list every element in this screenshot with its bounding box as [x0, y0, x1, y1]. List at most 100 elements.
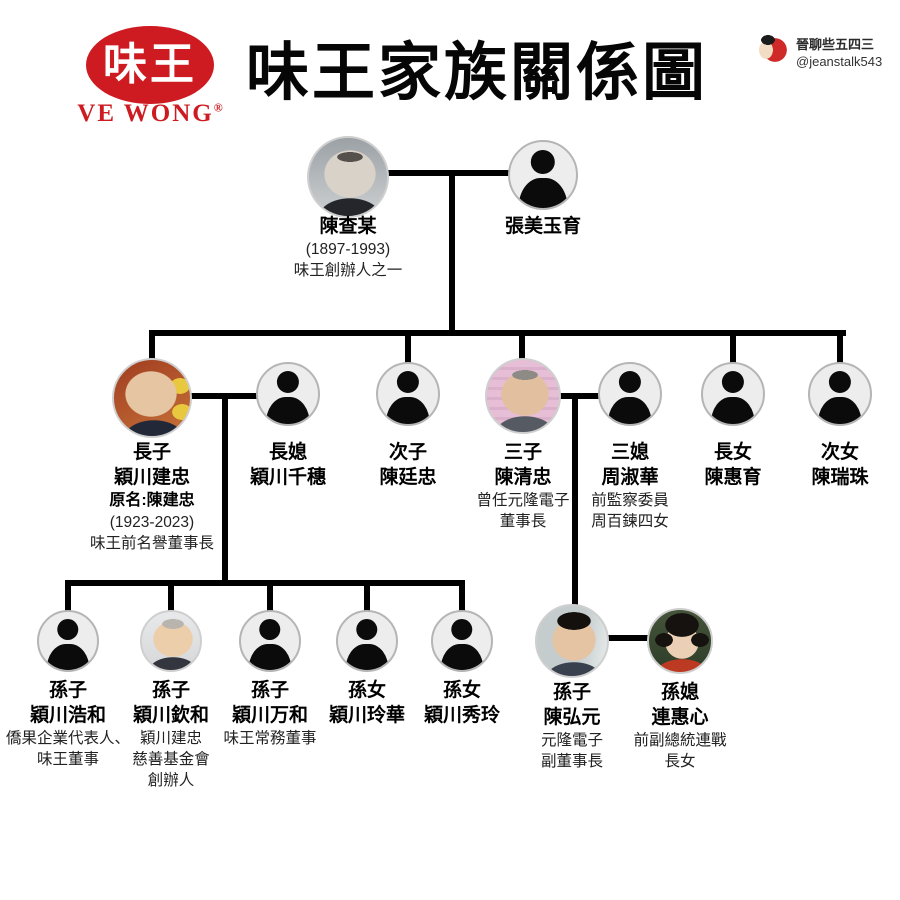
gen3-drop-1 [65, 580, 71, 612]
person-note: 元隆電子 [540, 732, 603, 749]
label-yingchuan-linghua: 孫女 穎川玲華 [257, 678, 477, 728]
gen3-drop-5 [459, 580, 465, 612]
logo-english-word: VE WONG [77, 100, 214, 127]
gen3-descent-line-left [222, 396, 228, 586]
label-zhang-mei-yu-yu: 張美玉育 [433, 214, 653, 239]
photo-chen-qing-zhong [485, 358, 561, 434]
credit-block: 晉聊些五四三 @jeanstalk543 [796, 36, 900, 70]
person-role: 孫媳 [660, 682, 699, 703]
person-note: 前監察委員 [591, 492, 669, 509]
person-note: 穎川建忠 [139, 730, 202, 747]
gen2-couple-line-eldest [152, 393, 288, 399]
person-years: (1923-2023) [109, 514, 195, 531]
photo-yingchuan-qinhe [140, 610, 202, 672]
person-note: 前副總統連戰 [633, 732, 727, 749]
person-note: 味王前名譽董事長 [89, 535, 214, 552]
person-name: 陳惠育 [704, 467, 762, 488]
avatar-yingchuan-haohe-icon [37, 610, 99, 672]
person-role: 長媳 [268, 442, 307, 463]
gen3-drop-2 [168, 580, 174, 612]
person-name: 穎川建忠 [113, 467, 190, 488]
label-yingchuan-jianzhong: 長子 穎川建忠 原名:陳建忠 (1923-2023) 味王前名譽董事長 [42, 440, 262, 554]
person-name: 張美玉育 [504, 216, 581, 237]
person-note: 長女 [664, 753, 696, 770]
person-years: (1897-1993) [305, 241, 391, 258]
photo-chen-hong-yuan [535, 604, 609, 678]
gen2-drop-eldest-son [149, 330, 155, 364]
person-name: 連惠心 [651, 707, 709, 728]
credit-name: 晉聊些五四三 [796, 37, 875, 52]
label-yingchuan-chisui: 長媳 穎川千穗 [178, 440, 398, 490]
person-name: 穎川玲華 [328, 705, 405, 726]
person-note: 周百鍊四女 [591, 513, 669, 530]
avatar-chen-rui-zhu-icon [808, 362, 872, 426]
gen3-couple-line [575, 635, 675, 641]
avatar-yingchuan-xiuling-icon [431, 610, 493, 672]
person-note: 慈善基金會 [132, 751, 210, 768]
person-note: 曾任元隆電子 [476, 492, 570, 509]
person-note: 副董事長 [540, 753, 603, 770]
person-name: 穎川欽和 [132, 705, 209, 726]
avatar-chen-ting-zhong-icon [376, 362, 440, 426]
person-name: 陳查某 [319, 216, 377, 237]
credit-handle: @jeanstalk543 [796, 54, 883, 69]
photo-chen-cha-mou [307, 136, 389, 218]
avatar-yingchuan-wanhe-icon [239, 610, 301, 672]
person-note: 味王董事 [36, 751, 99, 768]
person-role: 孫子 [250, 680, 289, 701]
person-note: 味王常務董事 [223, 730, 317, 747]
gen3-sibling-line [65, 580, 465, 586]
gen1-couple-line [348, 170, 543, 176]
label-chen-hui-yu: 長女 陳惠育 [623, 440, 843, 490]
person-role: 長子 [132, 442, 171, 463]
person-note: 僑果企業代表人、 [5, 730, 130, 747]
person-role: 長女 [713, 442, 752, 463]
person-note: 味王創辦人之一 [293, 262, 403, 279]
person-name: 穎川秀玲 [423, 705, 500, 726]
label-lien-hui-xin: 孫媳 連惠心 前副總統連戰 長女 [570, 680, 790, 772]
person-name: 陳清忠 [494, 467, 552, 488]
person-name: 周淑華 [601, 467, 659, 488]
person-role: 孫女 [347, 680, 386, 701]
vewong-logo-icon: 味王 [86, 26, 214, 104]
gen2-drop-eldest-daughter [730, 330, 736, 366]
photo-lien-hui-xin [647, 608, 713, 674]
label-chen-rui-zhu: 次女 陳瑞珠 [730, 440, 900, 490]
label-zhou-shu-hua: 三媳 周淑華 前監察委員 周百鍊四女 [520, 440, 740, 532]
person-alias: 原名:陳建忠 [109, 492, 195, 509]
person-name: 陳弘元 [543, 707, 601, 728]
logo-chinese-text: 味王 [103, 40, 197, 89]
avatar-yingchuan-chisui-icon [256, 362, 320, 426]
person-role: 三媳 [610, 442, 649, 463]
label-chen-cha-mou: 陳查某 (1897-1993) 味王創辦人之一 [238, 214, 458, 281]
person-name: 陳廷忠 [379, 467, 437, 488]
avatar-yingchuan-linghua-icon [336, 610, 398, 672]
gen3-descent-line-right [572, 396, 578, 608]
gen2-drop-third-son [519, 330, 525, 362]
page-title: 味王家族關係圖 [246, 38, 708, 108]
person-role: 次女 [820, 442, 859, 463]
person-name: 穎川浩和 [29, 705, 106, 726]
label-chen-qing-zhong: 三子 陳清忠 曾任元隆電子 董事長 [413, 440, 633, 532]
label-yingchuan-haohe: 孫子 穎川浩和 僑果企業代表人、 味王董事 [0, 678, 178, 770]
logo-english-text: VE WONG® [56, 100, 246, 128]
label-chen-ting-zhong: 次子 陳廷忠 [298, 440, 518, 490]
avatar-zhou-shu-hua-icon [598, 362, 662, 426]
label-chen-hong-yuan: 孫子 陳弘元 元隆電子 副董事長 [462, 680, 682, 772]
gen2-drop-second-son [405, 330, 411, 366]
person-name: 穎川千穗 [249, 467, 326, 488]
label-yingchuan-qinhe: 孫子 穎川欽和 穎川建忠 慈善基金會 創辦人 [61, 678, 281, 791]
registered-mark: ® [213, 100, 225, 115]
avatar-zhang-mei-yu-yu-icon [508, 140, 578, 210]
person-role: 孫子 [48, 680, 87, 701]
person-role: 孫女 [442, 680, 481, 701]
person-note: 創辦人 [147, 772, 195, 789]
person-role: 孫子 [151, 680, 190, 701]
person-name: 穎川万和 [231, 705, 308, 726]
person-role: 次子 [388, 442, 427, 463]
gen1-descent-line [449, 170, 455, 336]
photo-yingchuan-jianzhong [112, 358, 192, 438]
person-role: 孫子 [552, 682, 591, 703]
person-role: 三子 [503, 442, 542, 463]
